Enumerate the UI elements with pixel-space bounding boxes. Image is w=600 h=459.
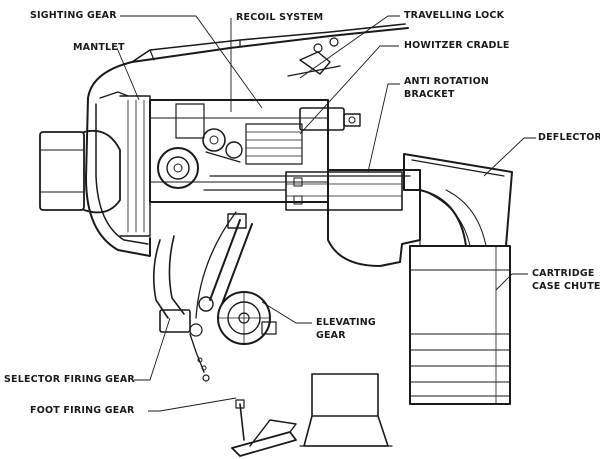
mantlet: [39, 91, 151, 257]
label-travelling-lock: TRAVELLING LOCK: [404, 10, 505, 21]
label-elevating-line1: ELEVATING: [316, 317, 376, 328]
label-sighting-gear: SIGHTING GEAR: [30, 10, 117, 21]
label-cartridge-line1: CARTRIDGE: [532, 268, 595, 279]
label-selector-firing-gear: SELECTOR FIRING GEAR: [4, 374, 135, 385]
deflector: [403, 153, 513, 247]
label-mantlet: MANTLET: [73, 42, 125, 53]
label-elevating-line2: GEAR: [316, 330, 346, 341]
seat-base: [299, 373, 393, 447]
elevating-gear: [198, 213, 277, 345]
cartridge-case-chute: [409, 245, 511, 405]
label-anti-rotation-line1: ANTI ROTATION: [404, 76, 490, 87]
label-foot-firing-gear: FOOT FIRING GEAR: [30, 405, 135, 416]
recoil-system: [287, 37, 361, 131]
label-howitzer-cradle: HOWITZER CRADLE: [404, 40, 510, 51]
turret-roof: [87, 23, 409, 99]
breech-housing: [203, 169, 421, 267]
leader-lines: [116, 15, 536, 412]
label-anti-rotation-line2: BRACKET: [404, 89, 455, 100]
howitzer-cradle: [149, 99, 329, 203]
label-deflector: DEFLECTOR: [538, 132, 600, 143]
sighting-gear: [202, 128, 243, 163]
selector-firing-gear: [152, 211, 237, 382]
foot-firing-gear: [231, 399, 297, 457]
label-cartridge-line2: CASE CHUTE: [532, 281, 600, 292]
label-recoil-system: RECOIL SYSTEM: [236, 12, 324, 23]
